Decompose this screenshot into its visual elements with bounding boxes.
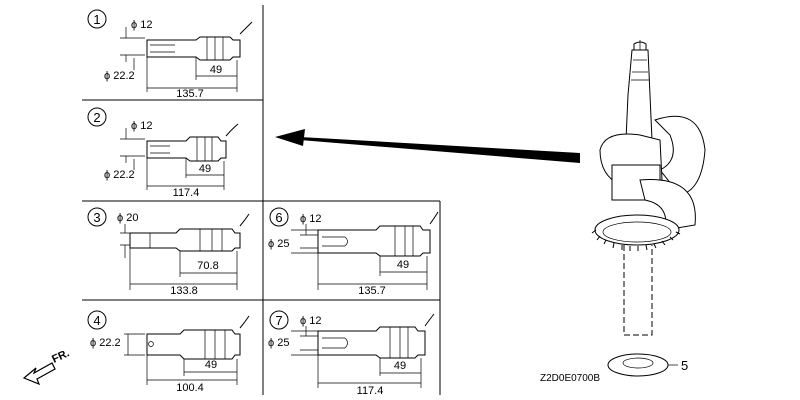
panel-6: 6 ϕ 12 ϕ 25 49 135.7 (268, 207, 439, 297)
large-diameter-label: ϕ 22.2 (104, 70, 135, 82)
panel-number: 7 (275, 313, 282, 328)
panel-4: 4 ϕ 22.2 49 100.4 (87, 310, 250, 394)
long-dimension-label: 133.8 (170, 285, 198, 297)
long-dimension-label: 117.4 (173, 187, 200, 199)
shaft-drawing (146, 315, 250, 360)
small-diameter-label: ϕ 20 (117, 212, 138, 224)
diagram-code: Z2D0E0700B (540, 373, 600, 384)
panel-1: 1 ϕ 12 ϕ 22.2 49 135.7 (87, 9, 253, 100)
large-diameter-label: ϕ 22.2 (104, 169, 135, 181)
small-diameter-label: ϕ 12 (300, 213, 321, 225)
short-dimension-label: 49 (199, 163, 211, 175)
panel-number: 2 (93, 110, 100, 125)
shaft-drawing (129, 213, 250, 252)
panel-number-circle (87, 310, 107, 330)
front-direction-indicator: FR. (22, 347, 71, 386)
panel-number: 4 (93, 313, 100, 328)
long-dimension-label: 135.7 (176, 88, 204, 100)
short-dimension-label: 49 (210, 64, 222, 76)
large-diameter-label: ϕ 22.2 (90, 337, 121, 349)
panel-number-circle (87, 9, 107, 29)
small-diameter-label: ϕ 12 (131, 19, 152, 31)
panel-2: 2 ϕ 12 ϕ 22.2 49 117.4 (87, 107, 239, 199)
panel-7: 7 ϕ 12 ϕ 25 49 117.4 (268, 310, 435, 397)
short-dimension-label: 49 (205, 359, 217, 371)
gear-teeth (591, 229, 681, 251)
short-dimension-label: 70.8 (197, 260, 218, 272)
panel-number-circle (87, 107, 107, 127)
long-dimension-label: 117.4 (357, 385, 384, 397)
washer (607, 353, 669, 377)
short-dimension-label: 49 (397, 259, 409, 271)
panel-number-circle (269, 207, 289, 227)
short-dimension-label: 49 (394, 360, 406, 372)
shaft-drawing (146, 123, 239, 162)
panel-number: 3 (93, 210, 100, 225)
washer-callout: 5 (681, 358, 688, 373)
long-dimension-label: 100.4 (176, 382, 204, 394)
shaft-drawing (317, 211, 439, 257)
large-diameter-label: ϕ 25 (268, 337, 289, 349)
panel-number-circle (87, 207, 107, 227)
panel-number-circle (269, 310, 289, 330)
panel-number: 1 (93, 12, 100, 27)
direction-label: FR. (50, 347, 71, 365)
panel-3: 3 ϕ 20 70.8 133.8 (87, 207, 250, 297)
pointer-arrow (275, 129, 580, 163)
small-diameter-label: ϕ 12 (300, 315, 321, 327)
panel-number: 6 (275, 210, 282, 225)
shaft-drawing (146, 21, 253, 61)
small-diameter-label: ϕ 12 (131, 120, 152, 132)
large-diameter-label: ϕ 25 (268, 238, 289, 250)
long-dimension-label: 135.7 (358, 285, 386, 297)
panel-frame (82, 5, 441, 395)
shaft-drawing (317, 313, 435, 359)
crankshaft-illustration: 5 (591, 40, 706, 377)
timing-gear (594, 214, 680, 246)
